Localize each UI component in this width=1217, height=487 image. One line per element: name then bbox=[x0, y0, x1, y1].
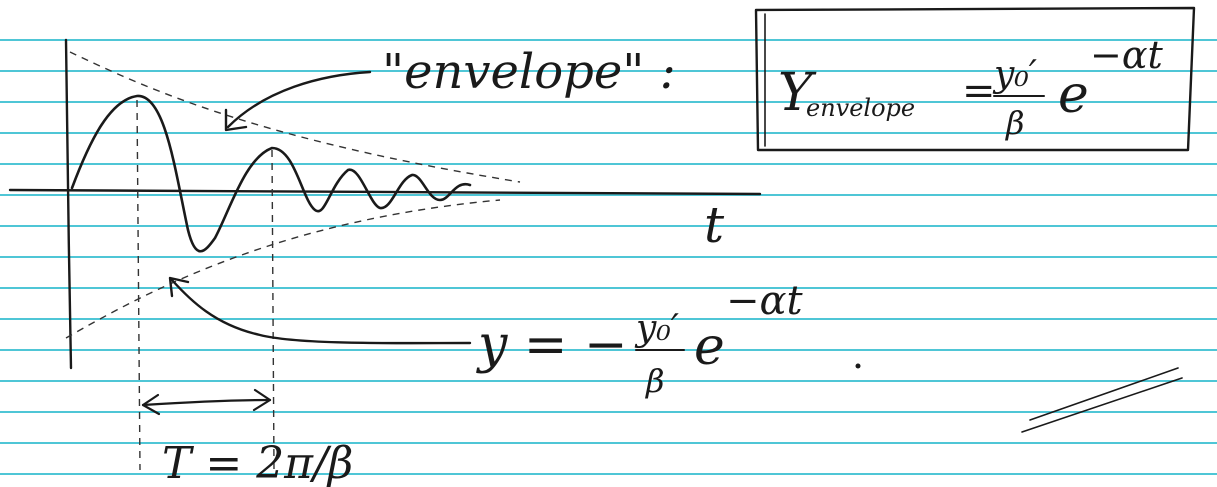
lower-formula-denominator: β bbox=[645, 362, 665, 400]
envelope-pointer-arrow bbox=[226, 70, 372, 129]
period-label: T = 2π/β bbox=[162, 438, 353, 487]
lower-formula-period-dot bbox=[855, 363, 861, 369]
lower-envelope-pointer-arrow bbox=[170, 278, 472, 345]
formula-box-base: e bbox=[1058, 65, 1089, 125]
formula-box-numerator: y₀′ bbox=[992, 54, 1037, 95]
end-mark-slash-1 bbox=[1029, 367, 1179, 421]
period-guide-right bbox=[271, 149, 275, 471]
formula-box-lhs: Y bbox=[778, 63, 817, 123]
y-axis bbox=[64, 38, 73, 370]
lower-formula-lhs: y = − bbox=[476, 315, 628, 375]
formula-box-outline bbox=[754, 6, 1196, 152]
period-arrow bbox=[141, 398, 272, 407]
period-guide-left bbox=[136, 99, 141, 471]
t-axis-label: t bbox=[704, 196, 725, 254]
lower-formula-base: e bbox=[694, 317, 725, 377]
formula-box-exponent: −αt bbox=[1090, 33, 1164, 77]
upper-envelope bbox=[69, 51, 521, 183]
envelope-pointer-arrowhead bbox=[224, 108, 248, 132]
lower-envelope-pointer-arrowhead bbox=[168, 276, 190, 298]
lower-formula-exponent: −αt bbox=[726, 278, 804, 324]
envelope-formula-box: Y envelope = y₀′ β e −αt bbox=[754, 6, 1196, 152]
end-mark-slash-2 bbox=[1021, 377, 1183, 433]
formula-box-equals: = bbox=[962, 68, 996, 114]
t-axis bbox=[8, 188, 762, 196]
damped-oscillation-curve bbox=[70, 94, 472, 253]
formula-box-lhs-subscript: envelope bbox=[806, 94, 915, 122]
period-arrowhead-left bbox=[141, 393, 161, 416]
lower-envelope bbox=[65, 199, 501, 339]
lower-formula: y = − y₀′ β e −αt bbox=[476, 278, 861, 400]
formula-box-denominator: β bbox=[1005, 104, 1025, 142]
lower-formula-numerator: y₀′ bbox=[634, 308, 679, 349]
period-arrowhead-right bbox=[252, 388, 272, 412]
envelope-label: "envelope" : bbox=[382, 44, 676, 100]
